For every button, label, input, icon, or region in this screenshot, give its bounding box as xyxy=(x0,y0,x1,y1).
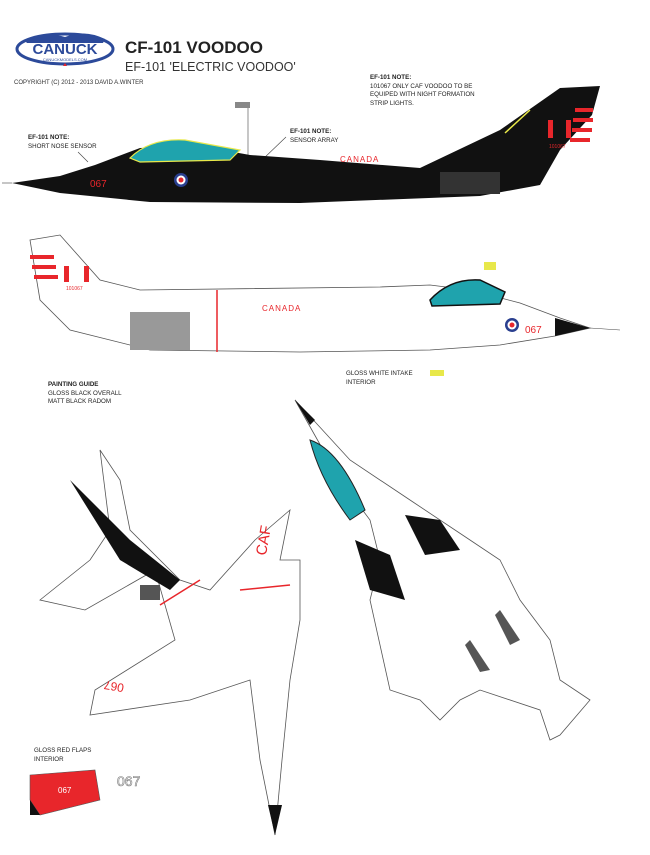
canuck-logo: CANUCK CANUCKMODELS.COM xyxy=(15,32,115,66)
note-flaps: GLOSS RED FLAPS INTERIOR xyxy=(34,747,91,764)
note-line: GLOSS RED FLAPS xyxy=(34,747,92,754)
underside-view: CAF 067 xyxy=(39,449,301,836)
nose-number-2: 067 xyxy=(525,325,542,336)
svg-text:CANUCKMODELS.COM: CANUCKMODELS.COM xyxy=(43,57,87,62)
note-line: INTERIOR xyxy=(346,378,376,386)
note-heading: PAINTING GUIDE xyxy=(48,381,99,388)
tail-serial-2: 101067 xyxy=(66,286,83,292)
nose-number: 067 xyxy=(90,179,107,190)
note-heading: EF-101 NOTE: xyxy=(290,128,332,135)
flap-detail: 067 067 xyxy=(29,769,141,816)
note-line: EQUIPED WITH NIGHT FORMATION xyxy=(370,91,475,98)
painting-guide: PAINTING GUIDE GLOSS BLACK OVERALL MATT … xyxy=(48,381,122,407)
fuselage-canada: CANADA xyxy=(340,155,379,164)
page-title: CF-101 VOODOO xyxy=(125,38,263,57)
note-sensor-array: EF-101 NOTE: SENSOR ARRAY xyxy=(290,128,338,145)
note-intake: GLOSS WHITE INTAKE INTERIOR xyxy=(346,370,413,387)
note-strip-lights: EF-101 NOTE: 101067 ONLY CAF VOODOO TO B… xyxy=(370,74,475,108)
svg-text:CANUCK: CANUCK xyxy=(33,41,98,58)
note-line: GLOSS WHITE INTAKE xyxy=(346,370,413,377)
top-view xyxy=(294,399,591,741)
note-heading: EF-101 NOTE: xyxy=(370,74,412,81)
tail-serial: 101067 xyxy=(549,144,566,150)
side-view-black: 067 CANADA 101067 xyxy=(2,86,600,203)
note-line: STRIP LIGHTS. xyxy=(370,99,414,107)
note-line: GLOSS BLACK OVERALL xyxy=(48,389,122,397)
flap-number-outline: 067 xyxy=(117,773,141,789)
note-line: MATT BLACK RADOM xyxy=(48,398,112,405)
note-line: 101067 ONLY CAF VOODOO TO BE xyxy=(370,82,473,90)
note-heading: EF-101 NOTE: xyxy=(28,134,70,141)
page-subtitle: EF-101 'ELECTRIC VOODOO' xyxy=(125,60,296,74)
note-line: SHORT NOSE SENSOR xyxy=(28,142,97,150)
sensor-placard xyxy=(235,102,250,108)
fuselage-canada-2: CANADA xyxy=(262,304,301,313)
underside-number: 067 xyxy=(103,678,125,695)
note-line: SENSOR ARRAY xyxy=(290,136,339,144)
note-line: INTERIOR xyxy=(34,755,64,763)
side-view-white: 067 CANADA 101067 xyxy=(29,234,621,376)
note-nose-sensor: EF-101 NOTE: SHORT NOSE SENSOR xyxy=(28,134,97,151)
copyright: COPYRIGHT (C) 2012 - 2013 DAVID A.WINTER xyxy=(14,80,144,86)
flap-number: 067 xyxy=(58,786,72,795)
underside-caf: CAF xyxy=(253,524,275,556)
